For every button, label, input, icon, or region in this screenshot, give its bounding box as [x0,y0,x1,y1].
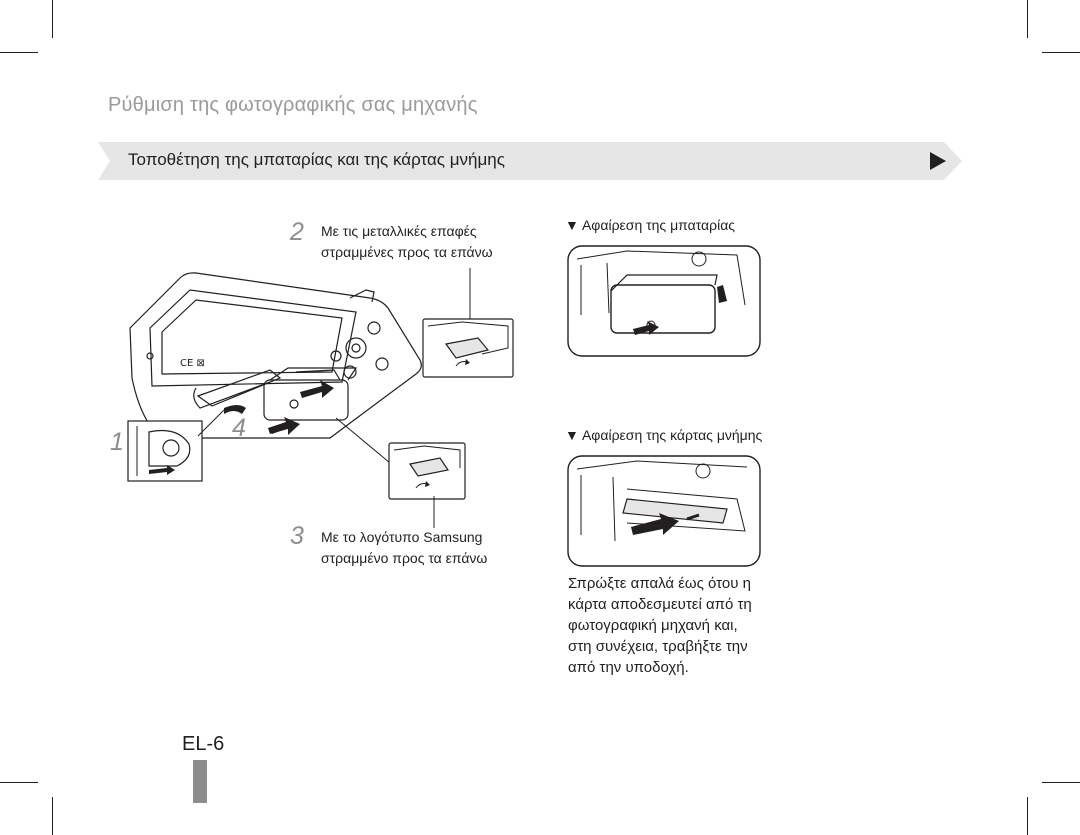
card-removal-instructions: Σπρώξτε απαλά έως ότου η κάρτα αποδεσμευ… [568,573,788,678]
push-arrow-icon [268,417,300,435]
step-2-text-line1: Με τις μεταλλικές επαφές [321,223,477,239]
crop-mark [0,782,38,783]
instruction-line: στη συνέχεια, τραβήξτε την [568,638,748,655]
inset-connector-line [197,409,225,437]
crop-mark [0,52,38,53]
battery-removal-illustration [567,245,761,357]
page-tab-marker [193,760,207,803]
card-removal-caption: ▼ Αφαίρεση της κάρτας μνήμης [565,427,763,443]
instruction-line: Σπρώξτε απαλά έως ότου η [568,575,751,592]
section-title: Ρύθμιση της φωτογραφικής σας μηχανής [108,94,478,116]
step-3-text-line2: στραμμένο προς τα επάνω [321,550,488,566]
battery-removal-caption: ▼ Αφαίρεση της μπαταρίας [565,217,736,233]
step-1-latch-inset [127,420,203,482]
svg-text:CE ⊠: CE ⊠ [180,358,205,369]
crop-mark [1027,0,1028,38]
instruction-line: από την υποδοχή. [568,659,689,676]
step-2-card-inset [422,318,514,378]
step-3-leader-line [433,496,435,528]
instruction-line: φωτογραφική μηχανή και, [568,617,738,634]
step-number: 3 [290,522,304,550]
step-number: 1 [110,428,124,456]
step-3-text-line1: Με το λογότυπο Samsung [321,529,483,545]
crop-mark [52,797,53,835]
crop-mark [52,0,53,38]
instruction-line: κάρτα αποδεσμευτεί από τη [568,596,752,613]
step-2-text-line2: στραμμένες προς τα επάνω [321,244,493,260]
play-triangle-icon [930,152,946,170]
crop-mark [1042,52,1080,53]
crop-mark [1042,782,1080,783]
subsection-banner [98,142,962,180]
page-number: EL-6 [182,733,225,755]
step-number: 2 [290,218,304,246]
step-3-card-inset [388,442,466,500]
step-number: 4 [232,414,246,442]
crop-mark [1027,797,1028,835]
card-removal-illustration [567,455,761,567]
subsection-title: Τοποθέτηση της μπαταρίας και της κάρτας … [128,150,505,169]
